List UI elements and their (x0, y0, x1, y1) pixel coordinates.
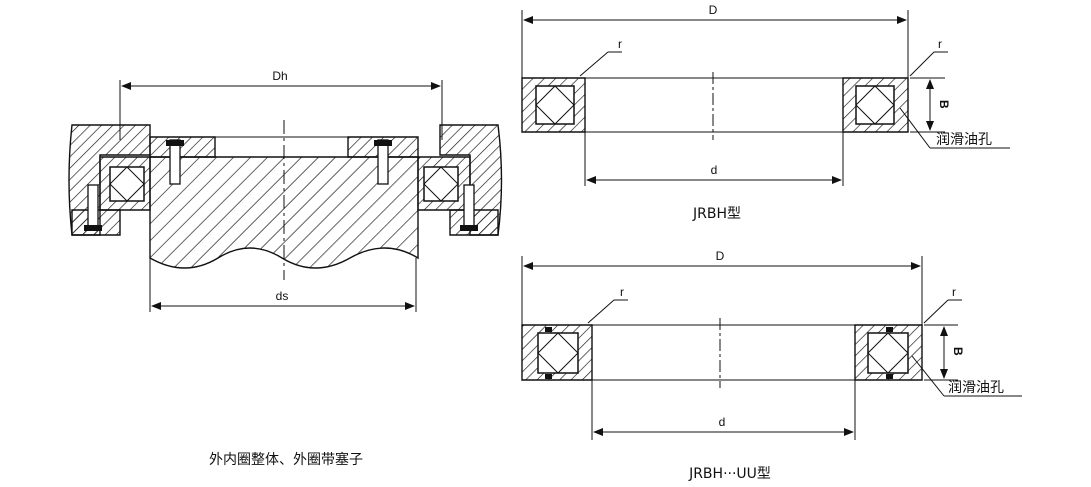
bolt-head-icon (84, 225, 102, 231)
uu-right-seal-icon (886, 327, 893, 332)
uu-left-roller (537, 332, 579, 374)
right-roller-window (423, 166, 459, 202)
jrbh-lube-leader (899, 107, 931, 149)
jrbh-r-left-label: r (618, 37, 622, 51)
left-assembly-diagram: Dh ds 外内圈整体、外圈带塞子 (68, 69, 503, 468)
jrbh-lube-hole-label: 润滑油孔 (936, 131, 992, 148)
left-caption: 外内圈整体、外圈带塞子 (209, 451, 363, 468)
uu-lube-leader (911, 355, 945, 397)
right-roller (423, 166, 459, 202)
jrbh-d-label: d (711, 163, 718, 177)
jrbh-b-label: B (937, 100, 951, 109)
uu-caption: JRBH···UU型 (688, 466, 771, 482)
d-outer-label: D (709, 3, 718, 17)
uu-right-roller (867, 332, 909, 374)
jrbh-uu-diagram: D r r B 润滑油孔 d (521, 249, 1022, 482)
uu-r-left-label: r (620, 285, 624, 299)
uu-r-right-leader (923, 299, 949, 324)
jrbh-r-right-leader (909, 51, 935, 77)
uu-right-roller-window (867, 332, 909, 374)
jrbh-right-roller (855, 85, 895, 125)
uu-left-seal-icon (545, 374, 552, 379)
bolt-icon (169, 139, 181, 185)
jrbh-right-roller-window (855, 85, 895, 125)
uu-b-label: B (951, 347, 965, 356)
jrbh-left-roller (535, 85, 575, 125)
jrbh-r-right-label: r (938, 37, 942, 51)
uu-left-roller-window (537, 332, 579, 374)
uu-r-left-leader (587, 299, 615, 324)
uu-d-label: d (719, 415, 726, 429)
dh-label: Dh (272, 69, 287, 83)
bolt-icon (463, 184, 475, 230)
uu-right-seal-icon (886, 374, 893, 379)
jrbh-caption: JRBH型 (692, 206, 741, 222)
left-roller (109, 166, 145, 202)
uu-left-seal-icon (545, 327, 552, 332)
bolt-head-icon (460, 225, 478, 231)
uu-lube-hole-label: 润滑油孔 (948, 379, 1004, 396)
shaft-section (149, 156, 419, 269)
uu-r-right-label: r (952, 285, 956, 299)
bolt-head-icon (374, 140, 392, 146)
left-roller-window (109, 166, 145, 202)
jrbh-r-left-leader (579, 51, 609, 77)
jrbh-left-roller-window (535, 85, 575, 125)
bolt-icon (377, 139, 389, 185)
bolt-head-icon (166, 140, 184, 146)
jrbh-diagram: D r r B 润滑油孔 d JRBH型 (521, 3, 1010, 222)
clamp-plate-gap (214, 136, 349, 158)
ds-label: ds (276, 289, 289, 303)
bolt-icon (87, 184, 99, 230)
uu-d-outer-label: D (716, 249, 725, 263)
